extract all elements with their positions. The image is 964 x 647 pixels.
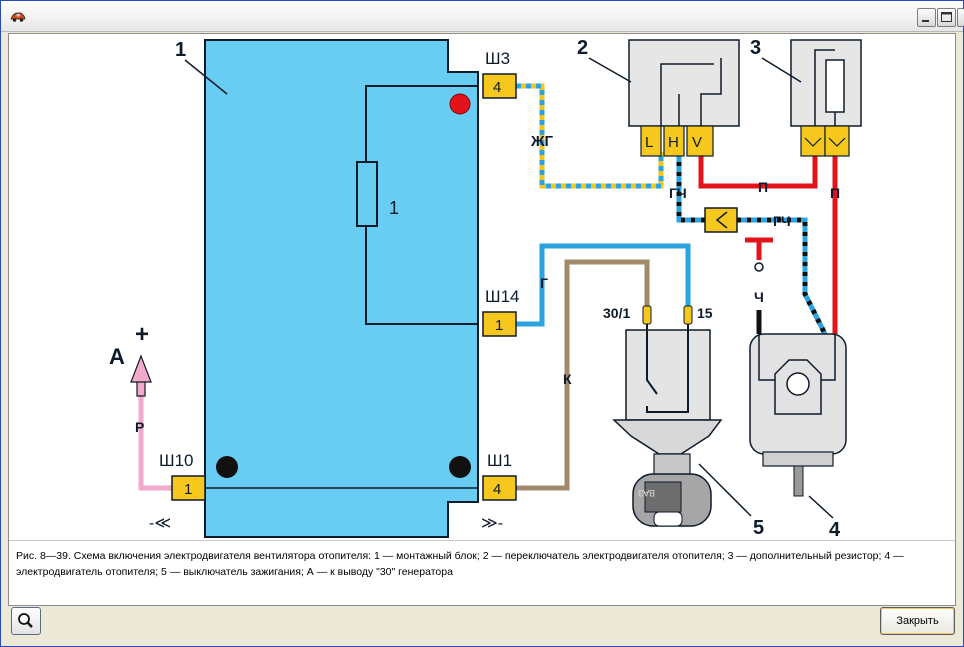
- wire-k: [516, 259, 650, 491]
- wire-label-r: Р: [135, 419, 144, 435]
- maximize-icon: [941, 12, 952, 22]
- svg-text:1: 1: [184, 481, 192, 498]
- generator-label: А: [109, 344, 125, 369]
- wire-label-zhg: ЖГ: [530, 133, 554, 150]
- car-icon: [10, 12, 26, 22]
- red-indicator: [449, 93, 471, 115]
- connector-sh10-label: Ш10: [159, 451, 194, 470]
- wire-label-gch-left: ГЧ: [669, 185, 687, 201]
- wiring-diagram: 1: [109, 37, 862, 540]
- close-button[interactable]: Закрыть: [880, 607, 955, 635]
- wire-label-ch: Ч: [754, 289, 764, 305]
- fuse-1: [356, 161, 378, 227]
- plug-symbol-right: ≫-: [481, 515, 503, 532]
- magnifier-icon: [18, 613, 33, 628]
- wire-r: [138, 394, 172, 491]
- callout-1: 1: [175, 39, 186, 61]
- svg-text:H: H: [668, 134, 679, 151]
- heater-motor: [749, 333, 847, 497]
- connector-sh14-label: Ш14: [485, 287, 520, 306]
- terminal-dot-right: [449, 456, 471, 478]
- svg-text:1: 1: [495, 317, 503, 334]
- wire-gch-right: [737, 217, 828, 336]
- terminal-15-label: 15: [697, 305, 713, 321]
- wire-zhg: [516, 83, 664, 189]
- callout-5: 5: [753, 517, 764, 539]
- ignition-switch: ВАЗ: [612, 305, 723, 527]
- wire-g: [516, 243, 691, 327]
- callout-4: 4: [829, 519, 841, 540]
- diagram-panel: 1: [8, 33, 956, 606]
- connector-sh1: 4 Ш1: [482, 451, 517, 501]
- wire-label-p-right: П: [830, 185, 840, 201]
- connector-sh3: 4 Ш3: [482, 49, 517, 99]
- svg-text:4: 4: [493, 79, 501, 96]
- callout-3: 3: [750, 37, 761, 59]
- mounting-block: [204, 39, 479, 538]
- ground-wire: [745, 237, 773, 260]
- heater-switch: L H V: [628, 39, 740, 157]
- key-logo: ВАЗ: [638, 488, 655, 498]
- caption-divider: [9, 540, 955, 541]
- maximize-button[interactable]: [937, 8, 956, 27]
- connector-sh10: 1 Ш10: [159, 451, 206, 501]
- extra-resistor: [790, 39, 862, 157]
- title-bar[interactable]: [1, 1, 964, 32]
- plug-symbol-left: -≪: [149, 515, 171, 532]
- wire-label-p-top: П: [758, 179, 768, 195]
- zoom-button[interactable]: [11, 607, 41, 635]
- window-close-button[interactable]: [957, 8, 964, 27]
- figure-caption: Рис. 8—39. Схема включения электродвигат…: [16, 550, 904, 578]
- minimize-icon: [922, 20, 929, 22]
- svg-text:V: V: [692, 134, 702, 151]
- svg-text:L: L: [645, 134, 653, 151]
- connector-sh3-label: Ш3: [485, 49, 510, 68]
- wire-label-k: К: [563, 371, 572, 387]
- connector-sh1-label: Ш1: [487, 451, 512, 470]
- minimize-button[interactable]: [917, 8, 936, 27]
- svg-text:4: 4: [493, 481, 501, 498]
- connector-sh14: 1 Ш14: [482, 287, 520, 337]
- wire-p-top: [698, 152, 818, 189]
- wire-label-gch-right: ГЧ: [773, 213, 791, 229]
- callout-2: 2: [577, 37, 588, 59]
- gch-connector: [704, 207, 738, 233]
- generator-arrow: [130, 354, 152, 397]
- fuse-label: 1: [389, 198, 399, 218]
- terminal-dot-left: [216, 456, 238, 478]
- wire-label-g: Г: [540, 275, 548, 291]
- plus-label: +: [135, 321, 149, 348]
- terminal-30-1-label: 30/1: [603, 305, 630, 321]
